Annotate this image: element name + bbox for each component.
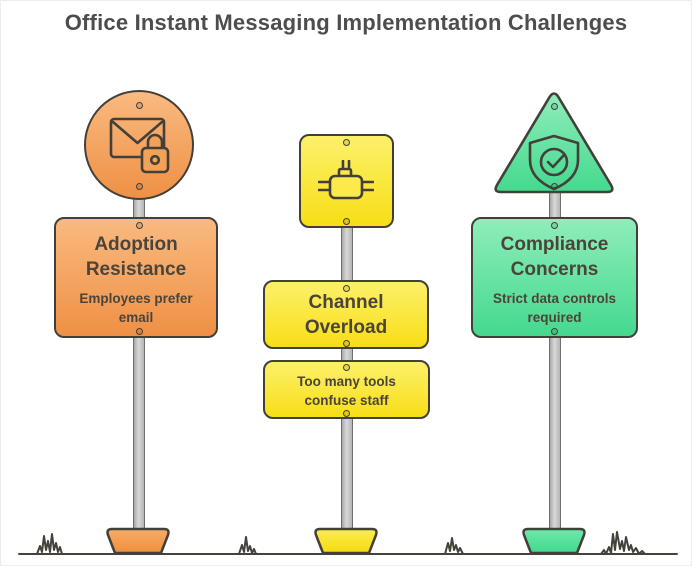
channel-subtext: Too many tools confuse staff <box>297 374 396 408</box>
screw-icon <box>550 327 558 335</box>
channel-pole-base <box>314 527 378 555</box>
grass-tuft <box>238 536 257 555</box>
screw-icon <box>550 102 558 110</box>
screw-icon <box>135 327 143 335</box>
compliance-pole-base <box>522 527 586 555</box>
screw-icon <box>342 339 350 347</box>
channel-heading: Channel Overload <box>304 292 388 339</box>
screw-icon <box>342 138 350 146</box>
screw-icon <box>342 409 350 417</box>
grass-tuft <box>36 533 63 555</box>
compliance-subtext: Strict data controls required <box>492 290 617 325</box>
channel-sign-board: Channel Overload <box>263 280 429 349</box>
screw-icon <box>135 221 143 229</box>
grass-tuft <box>600 531 646 555</box>
network-connector-icon <box>318 160 374 200</box>
screw-icon <box>550 221 558 229</box>
compliance-sign-board: Compliance Concerns Strict data controls… <box>471 217 638 338</box>
screw-icon <box>550 182 558 190</box>
adoption-sign-board: Adoption Resistance Employees prefer ema… <box>54 217 218 338</box>
email-lock-icon <box>109 117 170 174</box>
compliance-heading: Compliance Concerns <box>500 234 609 281</box>
adoption-subtext: Employees prefer email <box>79 290 193 325</box>
screw-icon <box>342 284 350 292</box>
grass-tuft <box>444 537 464 555</box>
screw-icon <box>135 182 143 190</box>
screw-icon <box>342 363 350 371</box>
channel-subtext-board: Too many tools confuse staff <box>263 360 430 419</box>
page-title: Office Instant Messaging Implementation … <box>64 10 628 35</box>
screw-icon <box>135 101 143 109</box>
adoption-pole-base <box>106 527 170 555</box>
screw-icon <box>342 217 350 225</box>
compliance-triangle-sign <box>494 92 614 194</box>
adoption-heading: Adoption Resistance <box>85 234 187 281</box>
